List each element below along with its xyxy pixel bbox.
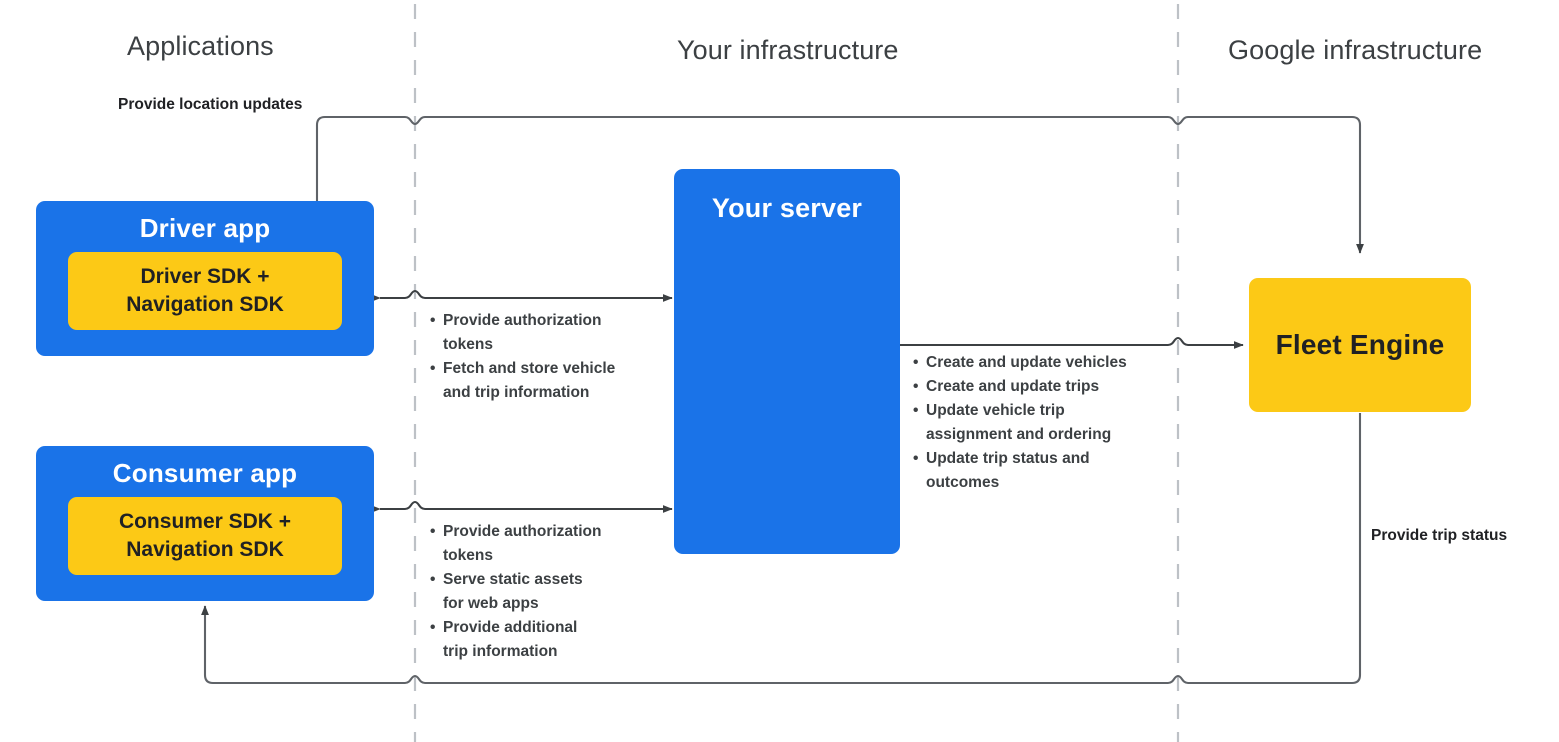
bullet-text: Update vehicle trip <box>926 402 1065 420</box>
edge-label-trip-status: Provide trip status <box>1371 527 1508 544</box>
bullet-text: Serve static assets <box>443 571 583 589</box>
bullet-item: Provide authorization tokens <box>430 520 660 568</box>
fleet-engine-title: Fleet Engine <box>1275 329 1445 360</box>
node-driver-sdk[interactable]: Driver SDK + Navigation SDK <box>68 252 342 330</box>
edge-consumer-server <box>370 500 673 513</box>
driver-app-title: Driver app <box>139 213 271 243</box>
your-server-title: Your server <box>711 193 863 223</box>
bullet-text-cont: outcomes <box>926 474 1000 492</box>
edge-server-fleet <box>900 336 1244 349</box>
bullet-text: Create and update trips <box>926 378 1100 396</box>
bullets-consumer-server: Provide authorization tokens Serve stati… <box>430 520 660 664</box>
node-driver-app[interactable]: Driver app Driver SDK + Navigation SDK <box>36 201 374 356</box>
bullet-text-cont: for web apps <box>443 595 539 613</box>
bullet-item: Provide additional trip information <box>430 616 660 664</box>
node-consumer-app[interactable]: Consumer app Consumer SDK + Navigation S… <box>36 446 374 601</box>
bullet-text: Provide authorization <box>443 523 602 540</box>
bullet-text-cont: assignment and ordering <box>926 426 1112 444</box>
bullet-text: Provide authorization <box>443 312 602 329</box>
bullet-item: Serve static assets for web apps <box>430 568 660 616</box>
node-fleet-engine[interactable]: Fleet Engine <box>1249 278 1471 412</box>
bullet-text-cont: tokens <box>443 547 493 565</box>
bullet-item: Create and update vehicles <box>913 351 1173 375</box>
bullet-text-cont: trip information <box>443 643 558 661</box>
zone-header-applications: Applications <box>127 31 274 61</box>
bullet-item: Provide authorization tokens <box>430 309 660 357</box>
bullet-text-cont: and trip information <box>443 384 590 402</box>
bullet-item: Update vehicle trip assignment and order… <box>913 399 1173 447</box>
edge-label-location-updates: Provide location updates <box>118 96 303 113</box>
zone-header-google-infrastructure: Google infrastructure <box>1228 35 1483 65</box>
bullet-item: Create and update trips <box>913 375 1173 399</box>
consumer-sdk-line-2: Navigation SDK <box>126 538 284 561</box>
zone-header-your-infrastructure: Your infrastructure <box>677 35 899 65</box>
bullet-text: Provide additional <box>443 619 578 637</box>
driver-sdk-line-2: Navigation SDK <box>126 293 284 316</box>
node-your-server[interactable]: Your server <box>674 169 900 554</box>
consumer-sdk-line-1: Consumer SDK + <box>118 510 292 534</box>
bullet-item: Update trip status and outcomes <box>913 447 1173 495</box>
bullet-text: Create and update vehicles <box>926 354 1127 371</box>
bullet-text: Fetch and store vehicle <box>443 360 616 378</box>
bullet-text-cont: tokens <box>443 336 493 354</box>
edge-driver-server <box>370 289 673 302</box>
consumer-app-title: Consumer app <box>112 458 298 488</box>
driver-sdk-line-1: Driver SDK + <box>140 265 270 289</box>
bullets-server-fleet: Create and update vehicles Create and up… <box>913 351 1173 495</box>
bullets-driver-server: Provide authorization tokens Fetch and s… <box>430 309 660 405</box>
node-consumer-sdk[interactable]: Consumer SDK + Navigation SDK <box>68 497 342 575</box>
bullet-text: Update trip status and <box>926 450 1090 468</box>
bullet-item: Fetch and store vehicle and trip informa… <box>430 357 660 405</box>
